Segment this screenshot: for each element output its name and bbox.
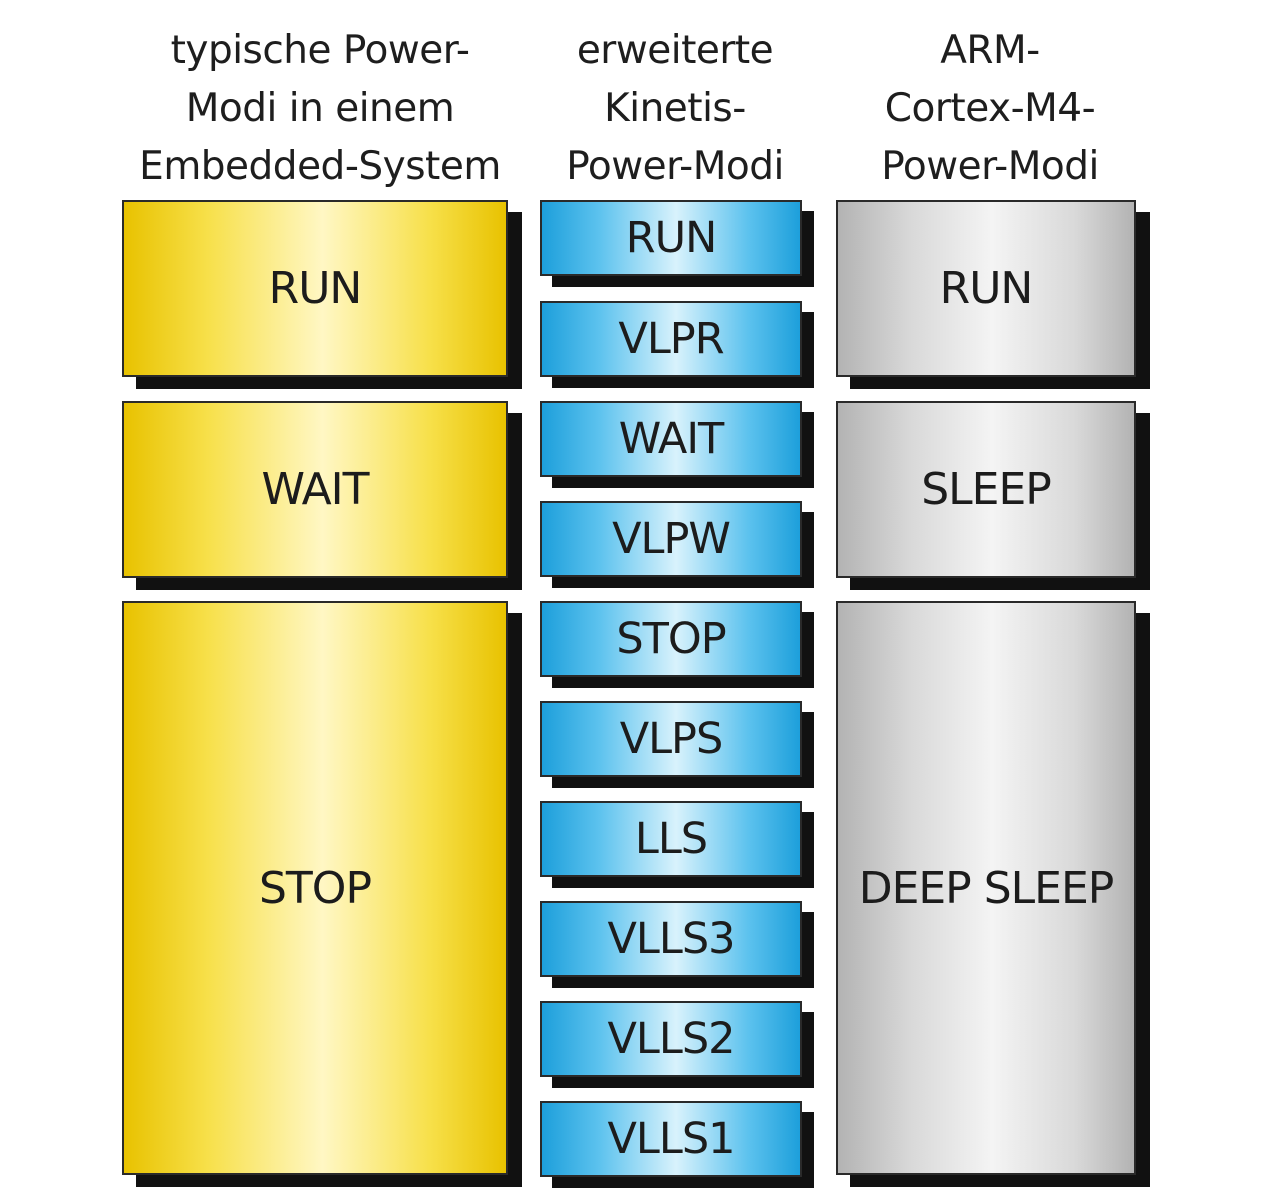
- header-line: Power-Modi: [566, 144, 784, 189]
- header-line: Cortex-M4-: [884, 86, 1096, 131]
- header-line: Power-Modi: [881, 144, 1099, 189]
- kinetis-mode-lls: LLS: [540, 801, 802, 877]
- mode-label: SLEEP: [921, 464, 1052, 515]
- header-kinetis-power-modes: erweiterte Kinetis- Power-Modi: [520, 22, 830, 196]
- mode-label: RUN: [268, 263, 363, 314]
- mode-label: VLPW: [612, 514, 731, 564]
- mode-label: WAIT: [261, 464, 369, 515]
- mode-label: STOP: [259, 862, 372, 914]
- kinetis-mode-run: RUN: [540, 200, 802, 276]
- mode-label: VLLS3: [607, 914, 736, 964]
- typical-mode-wait: WAIT: [122, 401, 508, 578]
- kinetis-mode-vlps: VLPS: [540, 701, 802, 777]
- kinetis-mode-stop: STOP: [540, 601, 802, 677]
- header-line: Kinetis-: [604, 86, 746, 131]
- header-line: ARM-: [940, 28, 1040, 73]
- typical-mode-run: RUN: [122, 200, 508, 377]
- typical-mode-stop: STOP: [122, 601, 508, 1175]
- mode-label: WAIT: [618, 414, 725, 464]
- mode-label: VLLS2: [607, 1014, 736, 1064]
- kinetis-mode-vlls3: VLLS3: [540, 901, 802, 977]
- mode-label: STOP: [616, 614, 726, 664]
- header-arm-power-modes: ARM- Cortex-M4- Power-Modi: [830, 22, 1150, 196]
- header-line: erweiterte: [576, 28, 774, 73]
- kinetis-mode-vlls1: VLLS1: [540, 1101, 802, 1177]
- mode-label: RUN: [625, 213, 718, 263]
- header-line: Embedded-System: [139, 144, 501, 189]
- arm-mode-sleep: SLEEP: [836, 401, 1136, 578]
- mode-label: RUN: [939, 263, 1034, 314]
- mode-label: VLLS1: [607, 1114, 736, 1164]
- header-line: typische Power-: [170, 28, 470, 73]
- kinetis-mode-wait: WAIT: [540, 401, 802, 477]
- mode-label: VLPR: [618, 314, 724, 364]
- kinetis-mode-vlpw: VLPW: [540, 501, 802, 577]
- arm-mode-deep-sleep: DEEP SLEEP: [836, 601, 1136, 1175]
- mode-label: VLPS: [619, 714, 724, 764]
- arm-mode-run: RUN: [836, 200, 1136, 377]
- header-line: Modi in einem: [185, 86, 455, 131]
- kinetis-mode-vlpr: VLPR: [540, 301, 802, 377]
- mode-label: LLS: [634, 814, 708, 864]
- mode-label: DEEP SLEEP: [858, 862, 1115, 914]
- header-typical-power-modes: typische Power- Modi in einem Embedded-S…: [110, 22, 530, 196]
- kinetis-mode-vlls2: VLLS2: [540, 1001, 802, 1077]
